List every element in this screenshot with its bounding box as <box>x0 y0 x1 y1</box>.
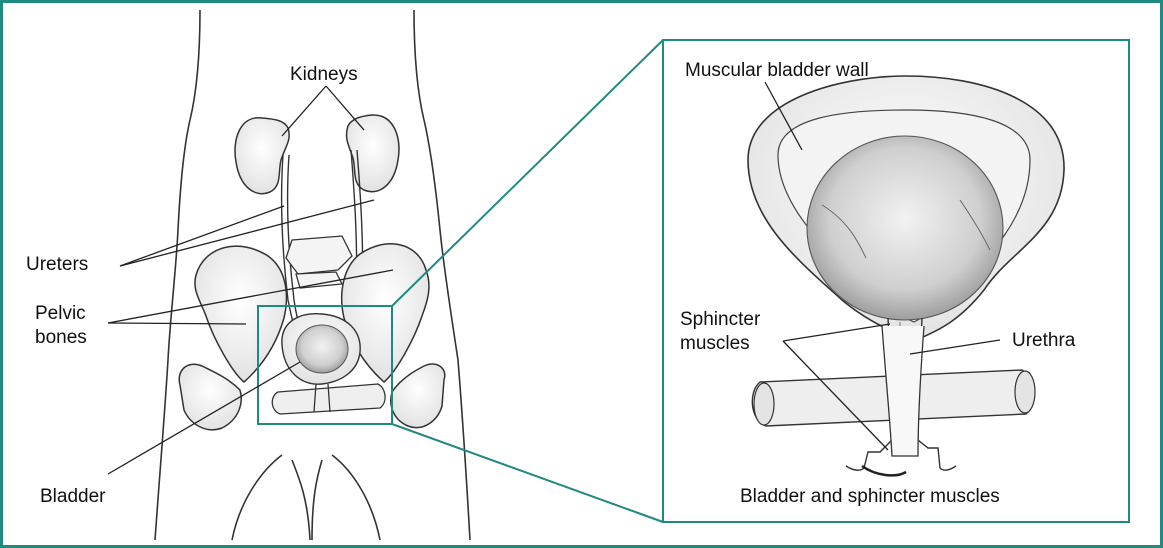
bladder-label: Bladder <box>40 486 106 508</box>
ureters-label: Ureters <box>26 254 88 276</box>
kidneys-label: Kidneys <box>290 64 358 86</box>
spine <box>286 236 352 288</box>
pelvic-bones-label-line2: bones <box>35 327 87 349</box>
pelvic-bones-label-line1: Pelvic <box>35 303 86 325</box>
kidneys <box>235 115 399 194</box>
sphincter-muscles-label-line2: muscles <box>680 333 750 355</box>
sphincter-muscles-label-line1: Sphincter <box>680 309 760 331</box>
urethra-label: Urethra <box>1012 330 1075 352</box>
zoom-lines <box>392 40 663 522</box>
inset-caption: Bladder and sphincter muscles <box>740 486 1000 508</box>
muscular-bladder-wall-label: Muscular bladder wall <box>685 60 869 82</box>
